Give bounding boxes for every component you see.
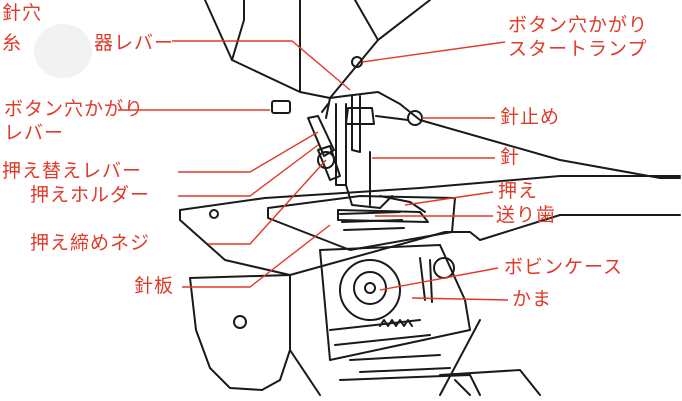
buttonhole-lever-shape [307, 115, 335, 157]
buttonhole-switch [271, 100, 291, 114]
buttonhole-lever-arm [321, 103, 329, 113]
bobbin-compartment [319, 244, 471, 361]
leader-threader [172, 40, 351, 91]
presser-screw-knob [317, 151, 335, 169]
front-cover [189, 274, 291, 391]
presser-bar [335, 103, 347, 186]
feed-dog-slots [339, 211, 405, 231]
base-foot [439, 369, 541, 396]
leader-needle-plate [182, 224, 331, 288]
label-buttonhole-lamp-1: ボタン穴かがり [508, 14, 649, 36]
needle-clamp-screw [375, 115, 409, 121]
bobbin-case-shape [353, 271, 387, 305]
label-hook: かま [512, 288, 553, 310]
label-needle: 針 [500, 146, 521, 168]
head-edge [231, 0, 245, 61]
free-arm-bottom [289, 319, 481, 396]
needle-clamp-knob [407, 110, 423, 126]
label-needle-threader-2a: 糸 [2, 32, 23, 54]
leader-presser-foot [404, 191, 494, 206]
whiteout-blob [34, 24, 92, 78]
bed-top-surface [179, 175, 681, 211]
leader-presser-change [178, 131, 319, 173]
bed-left-corner [179, 209, 291, 276]
label-presser-holder: 押えホルダー [30, 184, 151, 206]
arm-underside [325, 97, 331, 119]
label-bobbin-case: ボビンケース [504, 256, 624, 278]
leader-presser-holder [178, 144, 319, 197]
lower-mechanism [329, 319, 451, 373]
hook-race [339, 259, 401, 321]
label-needle-plate: 針板 [134, 275, 175, 297]
label-buttonhole-lever-1: ボタン穴かがり [4, 98, 145, 120]
bed-front-edge [289, 231, 481, 276]
leader-bobbin-case [379, 267, 499, 291]
presser-holder-shape [317, 145, 341, 181]
label-presser-screw: 押え締めネジ [30, 232, 151, 254]
label-needle-clamp: 針止め [500, 106, 561, 128]
presser-foot-shank [345, 184, 393, 209]
label-presser-foot: 押え [498, 180, 539, 202]
needle-plate [267, 195, 456, 251]
front-cover-screw [233, 315, 247, 329]
arm-top [377, 0, 431, 41]
leader-lamp [361, 41, 506, 63]
bobbin-center [364, 282, 376, 294]
label-needle-threader-2b: 器レバー [94, 32, 175, 54]
label-buttonhole-lever-2: レバー [4, 122, 65, 144]
bed-right-edge [479, 214, 681, 241]
lower-shaft [339, 374, 481, 396]
label-needle-threader-1: 針穴 [2, 2, 43, 24]
label-feed-dog: 送り歯 [496, 204, 557, 226]
presser-foot-toes [379, 195, 426, 213]
leader-hook [411, 297, 509, 301]
leader-presser-screw [208, 159, 327, 245]
bed-screw [209, 209, 219, 219]
machine-head [204, 0, 379, 99]
label-presser-change-lever: 押え替えレバー [2, 160, 143, 182]
label-buttonhole-lamp-2: スタートランプ [508, 38, 648, 60]
spring-coil [379, 319, 413, 327]
